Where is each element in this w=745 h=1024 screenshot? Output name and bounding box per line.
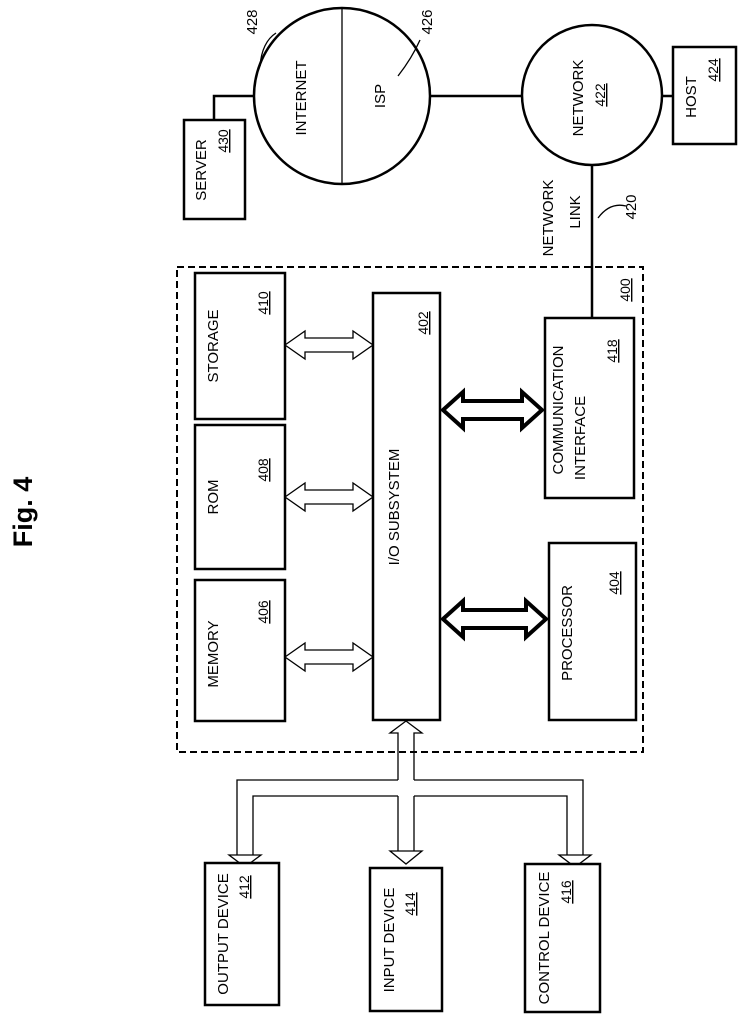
storage-ref: 410 (255, 291, 271, 315)
rom-label: ROM (205, 480, 222, 515)
server-ref: 430 (215, 129, 231, 153)
host-label: HOST (683, 76, 700, 118)
host-ref: 424 (705, 58, 721, 82)
output-device-label: OUTPUT DEVICE (215, 873, 232, 994)
processor-block: PROCESSOR 404 (549, 543, 636, 720)
server-label: SERVER (193, 139, 210, 201)
comm-interface-ref: 418 (604, 339, 620, 363)
storage-block: STORAGE 410 (195, 273, 285, 419)
rom-ref: 408 (255, 458, 271, 482)
io-subsystem-ref: 402 (415, 311, 431, 335)
network-link-ref: 420 (623, 194, 640, 219)
system-ref-number: 400 (617, 278, 633, 302)
storage-label: STORAGE (205, 309, 222, 382)
rom-io-arrow (285, 483, 373, 511)
internet-isp-circle: INTERNET ISP (254, 8, 430, 184)
output-device-block: OUTPUT DEVICE 412 (205, 863, 279, 1005)
network-link-label-1: NETWORK (540, 180, 557, 257)
communication-interface-block: COMMUNICATION INTERFACE 418 (545, 318, 634, 498)
network-label: NETWORK (570, 60, 587, 137)
io-subsystem-label: I/O SUBSYSTEM (386, 449, 403, 566)
io-processor-arrow (443, 601, 546, 637)
output-device-ref: 412 (236, 875, 252, 899)
comm-interface-label-2: INTERFACE (572, 396, 589, 480)
input-device-label: INPUT DEVICE (381, 888, 398, 993)
comm-interface-label-1: COMMUNICATION (550, 346, 567, 475)
storage-io-arrow (285, 331, 373, 359)
network-ref: 422 (592, 83, 608, 107)
network-circle: NETWORK 422 (522, 25, 662, 165)
rom-block: ROM 408 (195, 425, 285, 569)
processor-label: PROCESSOR (559, 585, 576, 681)
network-link-label-2: LINK (567, 195, 584, 228)
internet-label: INTERNET (293, 61, 310, 136)
memory-io-arrow (285, 643, 373, 671)
host-block: HOST 424 (673, 47, 736, 144)
input-device-ref: 414 (402, 892, 418, 916)
control-device-label: CONTROL DEVICE (536, 872, 553, 1005)
input-device-block: INPUT DEVICE 414 (370, 868, 442, 1011)
device-bus-arrows (229, 721, 591, 867)
isp-label: ISP (372, 84, 389, 108)
server-internet-line (214, 96, 254, 120)
isp-ref: 426 (419, 9, 436, 34)
io-comm-interface-arrow (443, 392, 542, 428)
network-link-leader (598, 205, 626, 218)
io-subsystem-block: I/O SUBSYSTEM 402 (373, 293, 440, 720)
memory-ref: 406 (255, 600, 271, 624)
processor-ref: 404 (606, 571, 622, 595)
figure-title: Fig. 4 (8, 477, 38, 548)
control-device-block: CONTROL DEVICE 416 (525, 864, 600, 1012)
control-device-ref: 416 (558, 880, 574, 904)
memory-block: MEMORY 406 (195, 580, 285, 721)
internet-ref: 428 (244, 9, 261, 34)
server-block: SERVER 430 (184, 120, 245, 219)
memory-label: MEMORY (205, 620, 222, 687)
